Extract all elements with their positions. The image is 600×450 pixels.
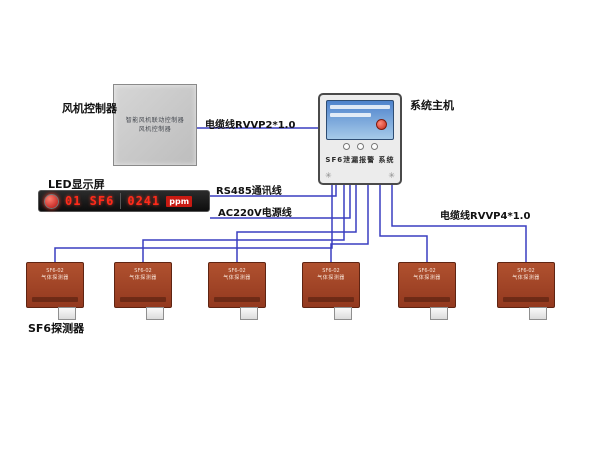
detector-model-text: SF6-02: [418, 268, 436, 274]
fan-controller-inner-line2: 风机控制器: [138, 125, 172, 133]
detector-name-text: 气体探测器: [512, 275, 540, 281]
detector-stand: [430, 307, 448, 320]
detector-stand: [58, 307, 76, 320]
fan-controller-inner-line1: 智能风机联动控制器: [125, 116, 185, 124]
detector-strip: [120, 297, 166, 302]
alarm-indicator-icon: [376, 119, 387, 130]
detector-stand: [334, 307, 352, 320]
detector-stand: [146, 307, 164, 320]
detector-strip: [214, 297, 260, 302]
detector-model-text: SF6-02: [322, 268, 340, 274]
detector-box: SF6-02 气体探测器: [497, 262, 555, 308]
fan-controller-label: 风机控制器: [62, 102, 117, 115]
host-screen: [326, 100, 394, 140]
detector-box: SF6-02 气体探测器: [208, 262, 266, 308]
system-host-device: SF6泄漏报警 系统 ✳ ✳: [318, 93, 402, 185]
detector-model-text: SF6-02: [228, 268, 246, 274]
host-button: [342, 143, 350, 150]
vent-icon: ✳: [388, 171, 395, 180]
detector-strip: [32, 297, 78, 302]
detector-strip: [308, 297, 354, 302]
led-channel-text: 01 SF6: [65, 194, 115, 208]
system-host-label: 系统主机: [410, 99, 454, 112]
cable-rvvp2-label: 电缆线RVVP2*1.0: [205, 120, 296, 131]
detector-box: SF6-02 气体探测器: [114, 262, 172, 308]
detector-name-text: 气体探测器: [223, 275, 251, 281]
led-display-device: 01 SF6 0241 ppm: [38, 190, 210, 212]
led-unit-badge: ppm: [166, 195, 193, 207]
host-button: [356, 143, 364, 150]
screen-bar: [330, 113, 371, 117]
cable-rvvp4-label: 电缆线RVVP4*1.0: [440, 211, 531, 222]
detector-name-text: 气体探测器: [41, 275, 69, 281]
rs485-label: RS485通讯线: [216, 186, 282, 197]
detector-model-text: SF6-02: [517, 268, 535, 274]
detector-model-text: SF6-02: [134, 268, 152, 274]
vent-icon: ✳: [325, 171, 332, 180]
ac220-label: AC220V电源线: [218, 208, 292, 219]
sf6-detector-label: SF6探测器: [28, 322, 85, 335]
detector-stand: [529, 307, 547, 320]
detector-stand: [240, 307, 258, 320]
host-device-title: SF6泄漏报警 系统: [325, 156, 395, 164]
detector-name-text: 气体探测器: [129, 275, 157, 281]
detector-strip: [503, 297, 549, 302]
host-button: [370, 143, 378, 150]
detector-box: SF6-02 气体探测器: [302, 262, 360, 308]
detector-name-text: 气体探测器: [413, 275, 441, 281]
host-buttons: [320, 143, 400, 150]
detector-model-text: SF6-02: [46, 268, 64, 274]
alarm-lamp-icon: [44, 193, 59, 209]
detector-strip: [404, 297, 450, 302]
led-value-text: 0241: [127, 194, 161, 208]
detector-box: SF6-02 气体探测器: [398, 262, 456, 308]
detector-box: SF6-02 气体探测器: [26, 262, 84, 308]
screen-bar: [330, 105, 390, 109]
led-separator: [120, 193, 122, 209]
led-display-label: LED显示屏: [48, 178, 105, 191]
fan-controller-box: 智能风机联动控制器 风机控制器: [113, 84, 197, 166]
detector-name-text: 气体探测器: [317, 275, 345, 281]
